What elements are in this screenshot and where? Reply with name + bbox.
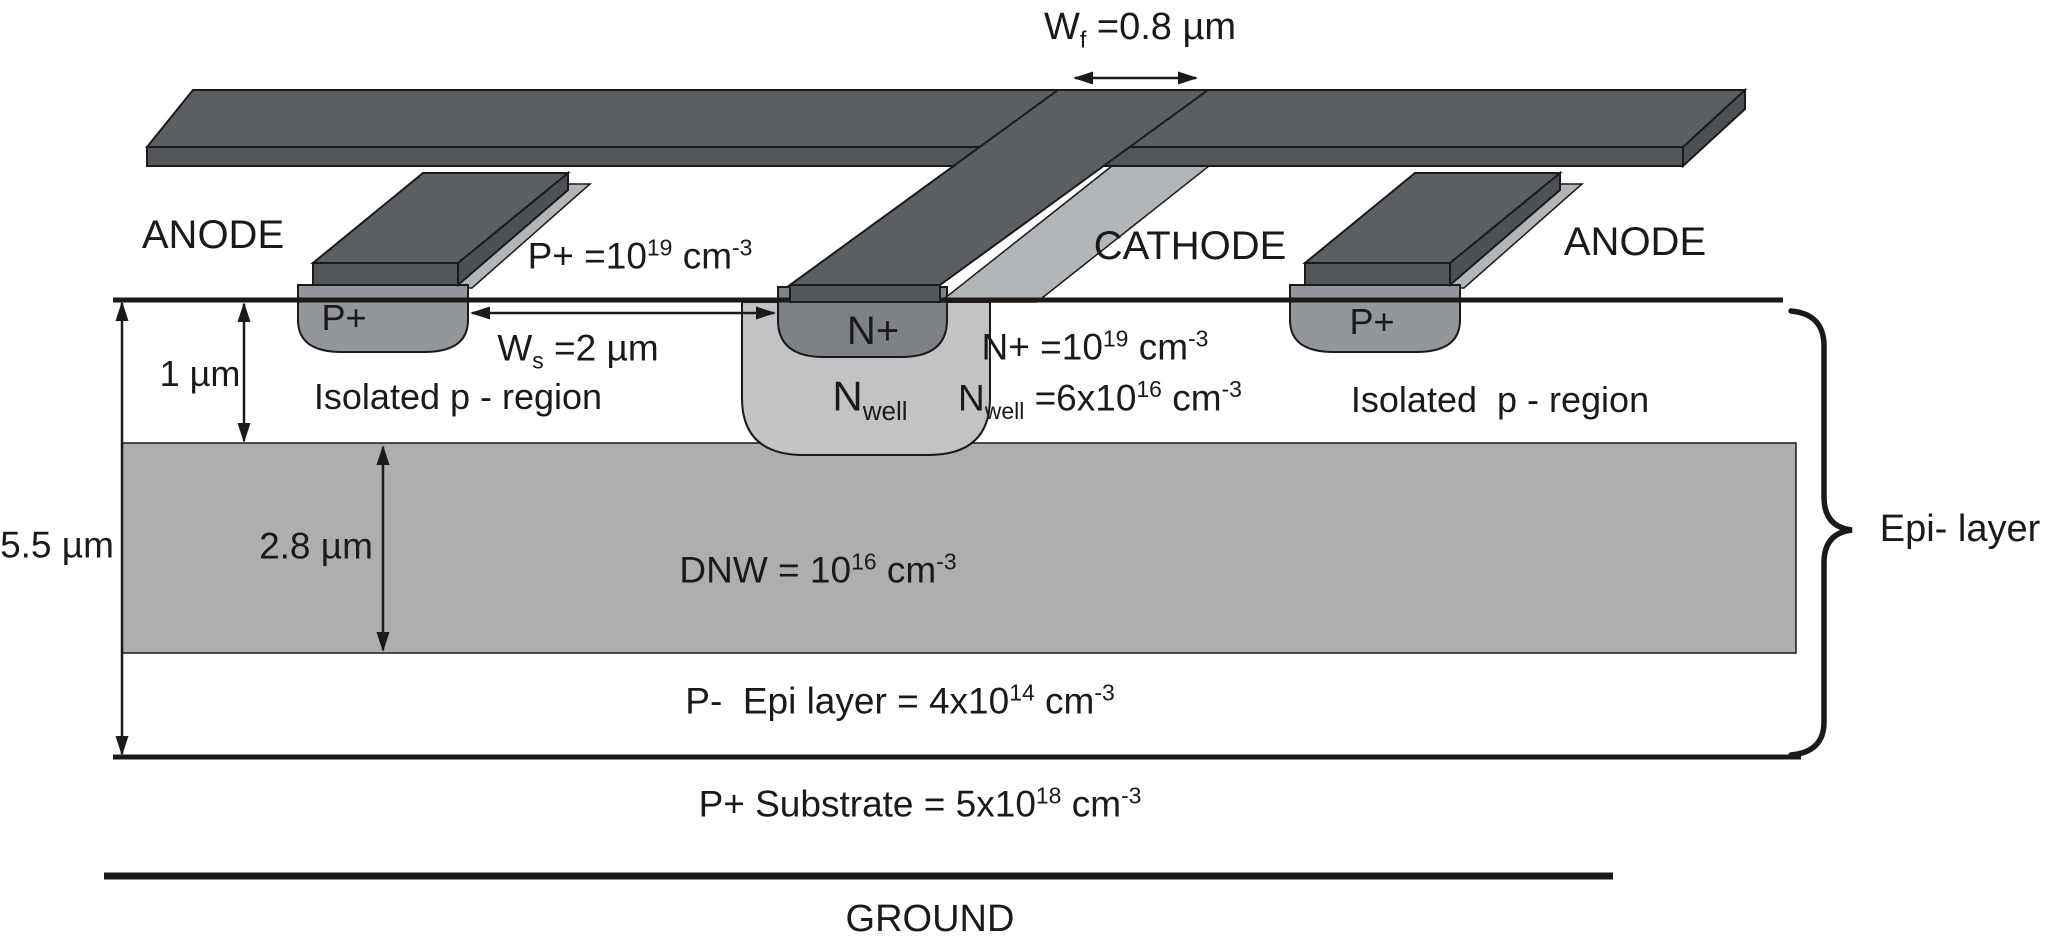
anode-left-label: ANODE — [141, 213, 285, 257]
p-epi-layer-label: P- Epi layer = 4x1014 cm-3 — [685, 679, 1115, 722]
isolated-p-right-label: Isolated p - region — [1350, 379, 1650, 421]
dim-2-8um-arrow — [376, 445, 390, 652]
n-plus-label: N+ — [846, 309, 900, 353]
wf-dimension-label: Wf =0.8 µm — [1043, 5, 1237, 53]
p-plus-concentration-label: P+ =1019 cm-3 — [527, 234, 753, 277]
cathode-strip-top-face — [786, 89, 1212, 286]
cathode-label: CATHODE — [1093, 224, 1287, 268]
anode-right-contact — [1302, 170, 1563, 288]
dim-1um-arrow — [237, 302, 251, 443]
anode-right-label: ANODE — [1563, 220, 1707, 264]
anode-left-contact — [310, 170, 571, 288]
bus-bar-top-face — [144, 89, 1748, 148]
anode-right-top-face — [1302, 172, 1563, 264]
depth-1um-label: 1 µm — [159, 353, 241, 395]
n-well-concentration-label: Nwell =6x1016 cm-3 — [958, 376, 1242, 424]
dnw-concentration-label: DNW = 1016 cm-3 — [679, 548, 957, 591]
dim-wf-arrow — [1073, 71, 1198, 85]
metal-bus-bar — [144, 87, 1748, 169]
dim-5-5um-arrow — [115, 301, 129, 756]
n-plus-region — [777, 286, 948, 358]
depth-5-5um-label: 5.5 µm — [0, 524, 114, 566]
p-plus-right-label: P+ — [1349, 301, 1395, 343]
ground-label: GROUND — [845, 898, 1015, 937]
dnw-layer — [121, 442, 1797, 654]
cathode-metal-strip — [786, 89, 1212, 303]
depth-2-8um-label: 2.8 µm — [259, 525, 373, 567]
p-plus-left-label: P+ — [321, 297, 367, 339]
substrate-label: P+ Substrate = 5x1018 cm-3 — [698, 782, 1142, 825]
ws-dimension-label: Ws =2 µm — [497, 327, 659, 374]
dim-ws-arrow — [470, 306, 776, 320]
epi-layer-label: Epi- layer — [1879, 508, 2041, 551]
isolated-p-left-label: Isolated p - region — [313, 376, 603, 418]
epi-layer-brace — [1788, 308, 1853, 758]
n-plus-concentration-label: N+ =1019 cm-3 — [981, 325, 1209, 368]
anode-left-top-face — [310, 172, 571, 264]
n-well-label: Nwell — [832, 372, 908, 427]
